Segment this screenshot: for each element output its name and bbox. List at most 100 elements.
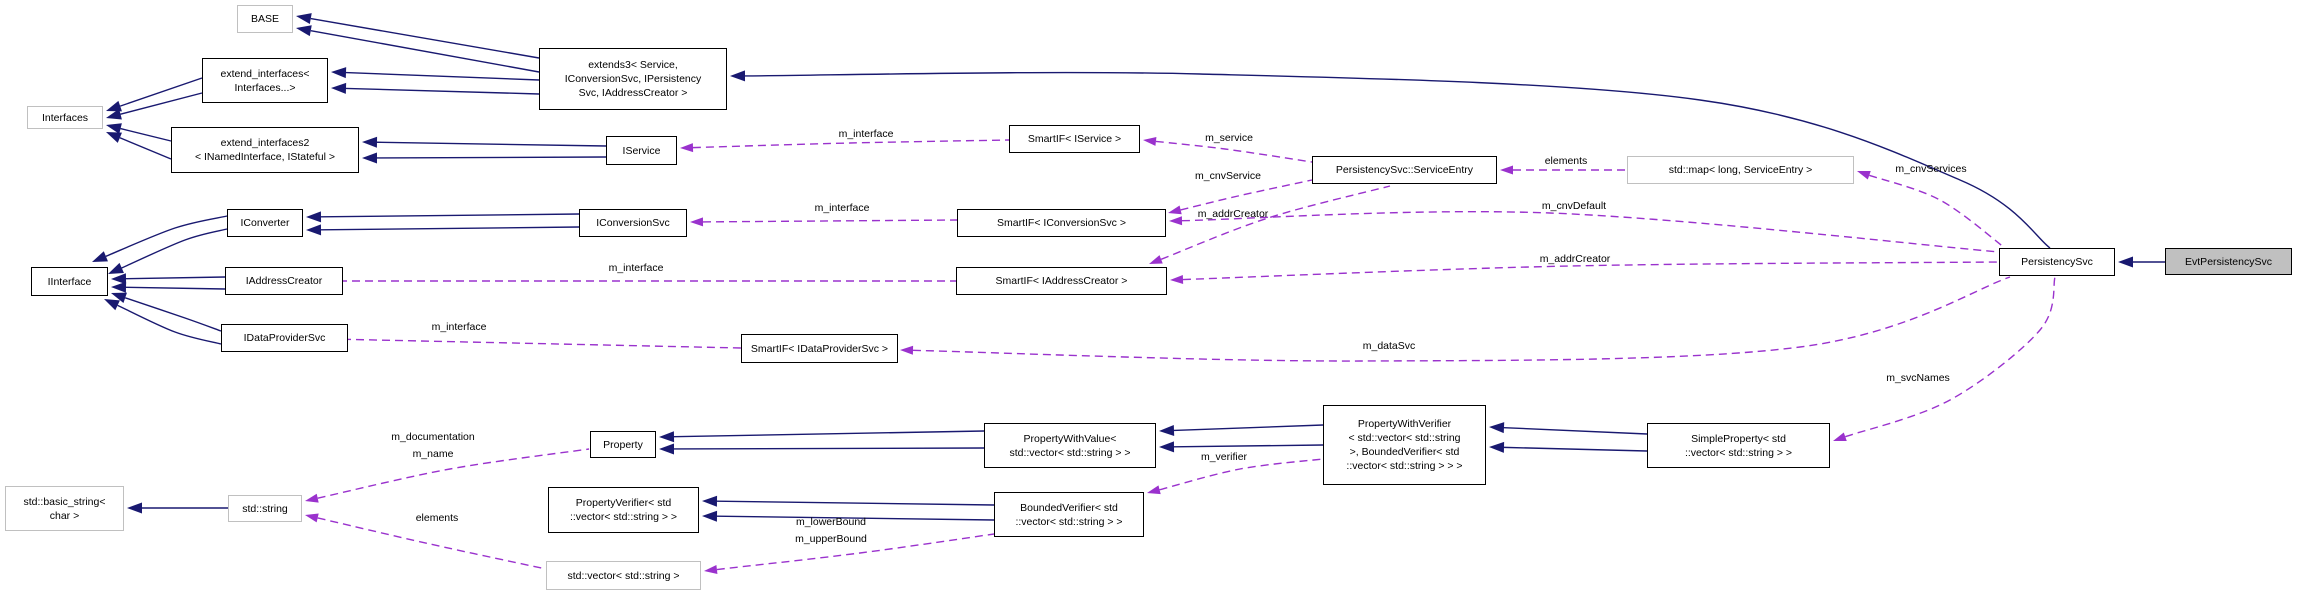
edge-label-line: m_documentation bbox=[391, 431, 475, 443]
usage-arrowhead bbox=[305, 493, 319, 503]
inheritance-arrowhead bbox=[362, 152, 378, 164]
class-node-smartif-iconversionsvc[interactable]: SmartIF< IConversionSvc > bbox=[957, 209, 1166, 237]
class-node-label: Property bbox=[603, 438, 643, 451]
edge-label-line: m_interface bbox=[814, 202, 870, 214]
class-node-label: PropertyWithValue< bbox=[1023, 432, 1117, 445]
edge-label: elements bbox=[1545, 153, 1588, 170]
edge-label-line: m_cnvService bbox=[1195, 170, 1261, 182]
usage-edge bbox=[1160, 185, 1391, 260]
inheritance-arrowhead bbox=[730, 70, 746, 82]
class-node-interfaces: Interfaces bbox=[27, 106, 103, 129]
inheritance-edge bbox=[673, 430, 985, 438]
class-node-propertyverifier[interactable]: PropertyVerifier< std::vector< std::stri… bbox=[548, 487, 699, 533]
class-node-iinterface[interactable]: IInterface bbox=[31, 267, 108, 296]
usage-arrowhead bbox=[900, 345, 914, 355]
usage-arrowhead bbox=[1168, 205, 1182, 215]
class-node-extends3[interactable]: extends3< Service,IConversionSvc, IPersi… bbox=[539, 48, 727, 110]
class-node-base: BASE bbox=[237, 5, 293, 33]
class-node-boundedverifier[interactable]: BoundedVerifier< std::vector< std::strin… bbox=[994, 492, 1144, 537]
inheritance-edge bbox=[105, 215, 228, 257]
edge-label: m_interface bbox=[432, 319, 487, 336]
class-node-label: Svc, IAddressCreator > bbox=[578, 87, 688, 99]
edge-label-line: m_service bbox=[1205, 132, 1253, 144]
class-node-iaddresscreator[interactable]: IAddressCreator bbox=[225, 267, 343, 295]
class-node-label: IAddressCreator bbox=[245, 275, 323, 287]
usage-edge bbox=[317, 517, 547, 570]
inheritance-arrowhead bbox=[702, 510, 718, 522]
class-node-label: BoundedVerifier< std bbox=[1020, 501, 1118, 514]
edge-label: m_dataSvc bbox=[1363, 338, 1416, 355]
class-node-extend-interfaces[interactable]: extend_interfaces<Interfaces...> bbox=[202, 58, 328, 103]
usage-arrowhead bbox=[1149, 255, 1163, 264]
edge-label-line: m_interface bbox=[608, 262, 664, 274]
inheritance-arrowhead bbox=[296, 25, 312, 37]
inheritance-arrowhead bbox=[1489, 441, 1505, 453]
class-node-label: std::basic_string< bbox=[23, 495, 106, 508]
class-node-label: EvtPersistencySvc bbox=[2185, 255, 2272, 268]
inheritance-edge bbox=[1503, 446, 1648, 452]
class-node-label: std::string bbox=[242, 502, 288, 515]
usage-arrowhead bbox=[1143, 136, 1157, 146]
class-node-extend-interfaces2[interactable]: extend_interfaces2< INamedInterface, ISt… bbox=[171, 127, 359, 173]
edge-label: elements bbox=[416, 510, 459, 527]
inheritance-edge bbox=[1173, 444, 1324, 448]
inheritance-arrowhead bbox=[306, 224, 322, 236]
usage-edge bbox=[342, 338, 742, 349]
class-node-persistencysvc-serviceentry[interactable]: PersistencySvc::ServiceEntry bbox=[1312, 156, 1497, 184]
class-node-iservice[interactable]: IService bbox=[606, 136, 677, 165]
class-node-property[interactable]: Property bbox=[590, 431, 656, 458]
usage-edge bbox=[1181, 210, 2000, 253]
inheritance-arrowhead bbox=[331, 67, 347, 79]
class-node-label: std::vector< std::string > > bbox=[1009, 446, 1131, 459]
edge-label: m_cnvServices bbox=[1895, 161, 1966, 178]
class-node-iconverter[interactable]: IConverter bbox=[227, 209, 303, 237]
class-node-label: < INamedInterface, IStateful > bbox=[194, 151, 336, 163]
edge-label: m_service bbox=[1205, 130, 1253, 147]
inheritance-arrowhead bbox=[296, 13, 312, 24]
class-node-label: PersistencySvc::ServiceEntry bbox=[1335, 164, 1474, 176]
class-node-std-string: std::string bbox=[228, 495, 302, 522]
class-node-label: IService bbox=[622, 144, 661, 157]
edge-label: m_cnvDefault bbox=[1542, 198, 1606, 215]
class-node-label: Interfaces...> bbox=[234, 81, 296, 94]
class-node-persistencysvc[interactable]: PersistencySvc bbox=[1999, 248, 2115, 276]
class-node-label: ::vector< std::string > > bbox=[1684, 446, 1793, 459]
inheritance-arrowhead bbox=[1159, 441, 1175, 453]
edge-label: m_interface bbox=[609, 260, 664, 277]
class-node-simpleproperty[interactable]: SimpleProperty< std::vector< std::string… bbox=[1647, 423, 1830, 468]
usage-arrowhead bbox=[305, 513, 319, 523]
edge-label-line: m_lowerBound bbox=[795, 516, 867, 528]
edge-label: m_verifier bbox=[1201, 449, 1247, 466]
class-node-idataprovidersvc[interactable]: IDataProviderSvc bbox=[221, 324, 348, 352]
inheritance-arrowhead bbox=[1159, 424, 1175, 436]
class-node-label: extends3< Service, bbox=[588, 59, 678, 71]
usage-edge bbox=[1869, 174, 2006, 249]
class-node-std-vector-std-string: std::vector< std::string > bbox=[546, 561, 701, 590]
usage-edge bbox=[1180, 179, 1313, 211]
edge-label-line: m_upperBound bbox=[795, 533, 867, 545]
inheritance-arrowhead bbox=[659, 431, 675, 443]
inheritance-arrowhead bbox=[106, 123, 122, 134]
class-node-label: < std::vector< std::string bbox=[1348, 432, 1461, 444]
inheritance-arrowhead bbox=[106, 108, 122, 120]
class-node-label: std::map< long, ServiceEntry > bbox=[1668, 164, 1813, 176]
class-node-propertywithverifier[interactable]: PropertyWithVerifier< std::vector< std::… bbox=[1323, 405, 1486, 485]
class-node-propertywithvalue[interactable]: PropertyWithValue<std::vector< std::stri… bbox=[984, 423, 1156, 468]
inheritance-arrowhead bbox=[702, 495, 718, 507]
class-node-smartif-iaddresscreator[interactable]: SmartIF< IAddressCreator > bbox=[956, 267, 1167, 295]
inheritance-arrowhead bbox=[306, 211, 322, 223]
class-node-smartif-iservice[interactable]: SmartIF< IService > bbox=[1009, 125, 1140, 153]
edge-label-line: m_interface bbox=[838, 128, 894, 140]
inheritance-arrowhead bbox=[127, 502, 142, 514]
inheritance-edge bbox=[125, 286, 226, 290]
usage-edge bbox=[1845, 276, 2056, 438]
class-node-label: extend_interfaces< bbox=[220, 67, 310, 80]
class-node-smartif-idataprovidersvc[interactable]: SmartIF< IDataProviderSvc > bbox=[741, 334, 898, 363]
class-node-std-basic-string: std::basic_string<char > bbox=[5, 486, 124, 531]
usage-edge bbox=[912, 276, 2011, 362]
class-node-iconversionsvc[interactable]: IConversionSvc bbox=[579, 209, 687, 237]
inheritance-edge bbox=[124, 297, 222, 332]
class-node-std-map-long-serviceentry: std::map< long, ServiceEntry > bbox=[1627, 156, 1854, 184]
edge-label: m_interface bbox=[815, 200, 870, 217]
